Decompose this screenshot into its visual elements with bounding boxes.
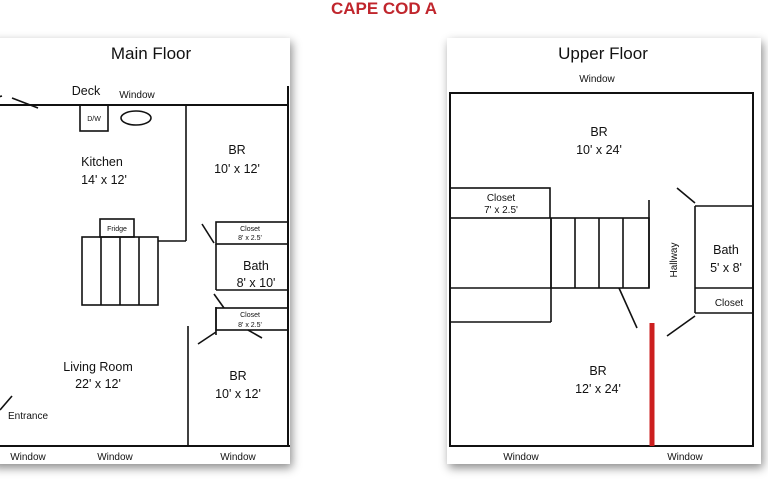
bath-label: Bath <box>243 259 269 273</box>
br-bottom-label: BR <box>229 369 246 383</box>
closet-top-label: Closet <box>240 226 260 233</box>
main-floor-heading: Main Floor <box>111 44 192 63</box>
dishwasher <box>79 104 109 132</box>
hallway-label: Hallway <box>669 242 680 277</box>
upper-closet-right-label: Closet <box>715 298 744 309</box>
closet-top-door <box>201 223 215 244</box>
kitchen-label: Kitchen <box>81 155 123 169</box>
main-floor-plan: Main Floor Deck Window D/W Kitchen 14' x… <box>0 44 290 463</box>
dishwasher-label: D/W <box>87 116 101 123</box>
upper-closet-right-door <box>666 315 696 337</box>
upper-closet <box>449 187 551 219</box>
window-label-main-bottom-right: Window <box>220 452 256 463</box>
br-bottom-size: 10' x 12' <box>215 387 261 401</box>
closet-bottom-door <box>197 331 217 345</box>
upper-br-bottom-label: BR <box>589 364 606 378</box>
window-label-main-bottom-left: Window <box>10 452 46 463</box>
upper-br-top-size: 10' x 24' <box>576 143 622 157</box>
br-top-label: BR <box>228 143 245 157</box>
upper-floor-heading: Upper Floor <box>558 44 648 63</box>
bath-size: 8' x 10' <box>237 276 276 290</box>
upper-bath-size: 5' x 8' <box>710 261 742 275</box>
closet-top <box>215 221 289 245</box>
main-floor-panel: Main Floor Deck Window D/W Kitchen 14' x… <box>0 38 290 464</box>
upper-closet-size: 7' x 2.5' <box>484 205 518 216</box>
deck-door-left <box>0 95 3 98</box>
fridge-label: Fridge <box>107 226 127 233</box>
upper-bath-label: Bath <box>713 243 739 257</box>
living-room-size: 22' x 12' <box>75 377 121 391</box>
entrance-door[interactable] <box>0 395 13 411</box>
kitchen-size: 14' x 12' <box>81 173 127 187</box>
deck-label: Deck <box>72 84 101 98</box>
upper-floor-panel: Upper Floor Window BR 10' x 24' Closet 7… <box>447 38 761 464</box>
upper-outer-wall <box>449 92 754 447</box>
window-label-upper-bottom-left: Window <box>503 452 539 463</box>
sink <box>120 110 152 126</box>
window-label-upper-top: Window <box>579 74 615 85</box>
upper-closet-label: Closet <box>487 193 516 204</box>
living-room-label: Living Room <box>63 360 132 374</box>
window-label-main-top: Window <box>119 90 155 101</box>
closet-bottom-label: Closet <box>240 312 260 319</box>
deck-door <box>11 97 39 109</box>
stair-door <box>618 287 638 329</box>
closet-bottom <box>215 307 289 331</box>
entrance-label: Entrance <box>8 411 48 422</box>
upper-bath-door <box>676 187 696 204</box>
stairs-upper <box>550 217 650 289</box>
upper-br-top-label: BR <box>590 125 607 139</box>
bath-door <box>213 293 225 309</box>
upper-floor-plan: Upper Floor Window BR 10' x 24' Closet 7… <box>449 44 754 463</box>
closet-top-size: 8' x 2.5' <box>238 235 262 242</box>
page-title: CAPE COD A <box>330 0 438 18</box>
closet-bottom-size: 8' x 2.5' <box>238 322 262 329</box>
window-label-main-bottom-mid: Window <box>97 452 133 463</box>
closet-bottom-door-2 <box>247 329 263 339</box>
window-label-upper-bottom-right: Window <box>667 452 703 463</box>
upper-br-bottom-size: 12' x 24' <box>575 382 621 396</box>
br-top-size: 10' x 12' <box>214 162 260 176</box>
